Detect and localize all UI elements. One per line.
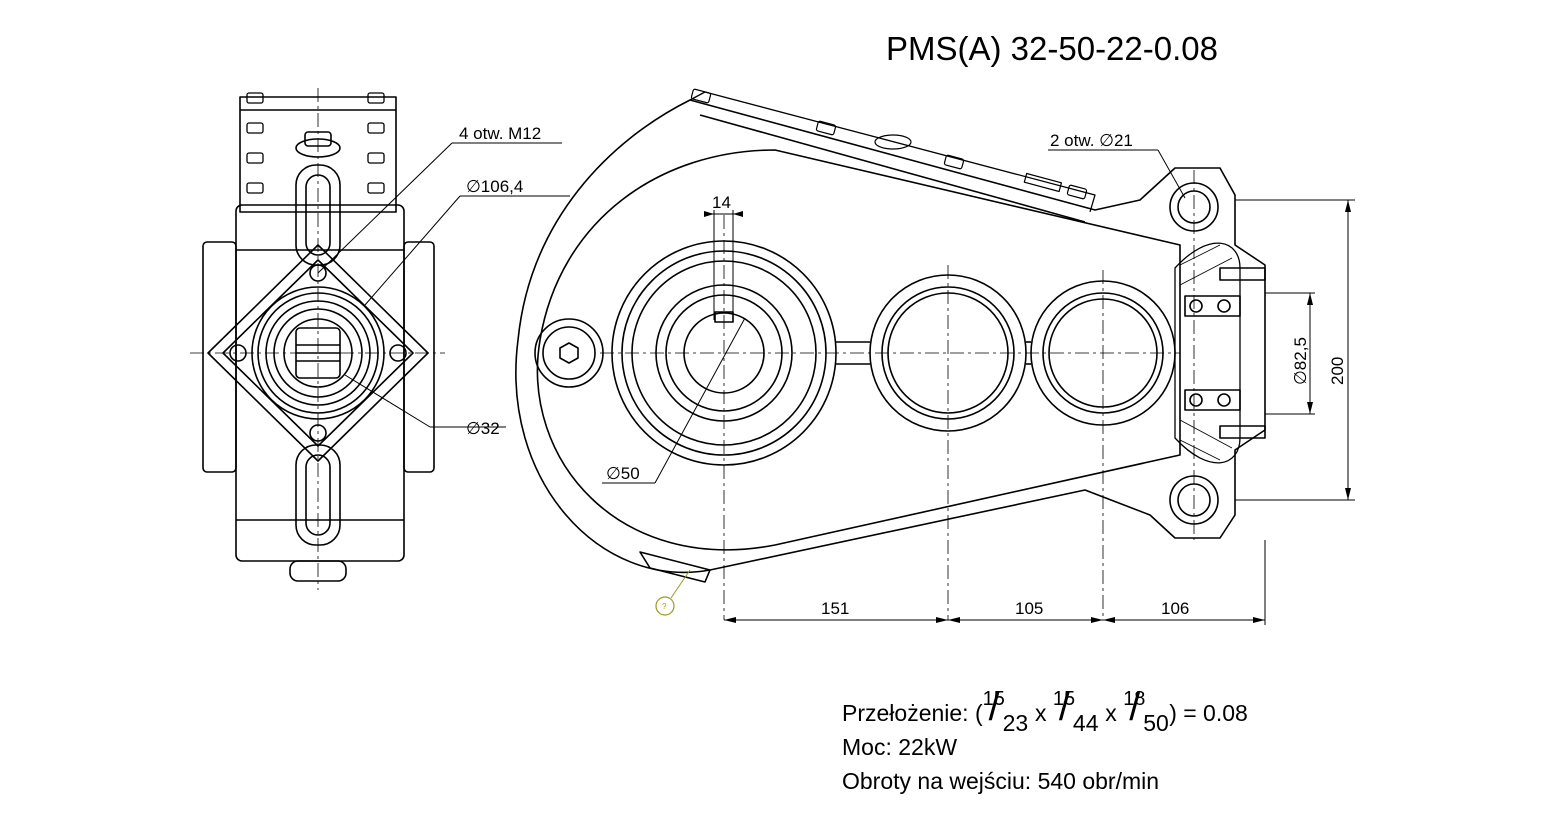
balloon-label: ?: [662, 602, 667, 611]
fraction-1-slash: /: [988, 685, 1000, 729]
label-holes-m12: 4 otw. M12: [459, 124, 541, 143]
housing-side: [235, 204, 405, 562]
drawing-title: PMS(A) 32-50-22-0.08: [886, 30, 1218, 67]
fraction-1: 15/23: [983, 687, 1029, 736]
label-dim-105: 105: [1015, 599, 1043, 618]
fraction-3: 18/50: [1123, 687, 1169, 736]
fraction-3-num: 18: [1123, 688, 1146, 710]
label-dim-106: 106: [1161, 599, 1189, 618]
fraction-2: 15/44: [1053, 687, 1099, 736]
label-dia-106: ∅106,4: [466, 177, 523, 196]
fraction-3-den: 50: [1143, 710, 1169, 736]
label-dia-32: ∅32: [466, 419, 500, 438]
plate-bolts: [246, 92, 385, 194]
side-view: [515, 88, 1266, 620]
label-dia-50: ∅50: [606, 464, 640, 483]
label-dim-200: 200: [1328, 357, 1347, 385]
end-view: [190, 88, 445, 590]
spec-block: Przełożenie: (15/23 x 15/44 x 18/50) = 0…: [842, 687, 1248, 798]
fraction-2-den: 44: [1072, 710, 1099, 736]
fraction-3-slash: /: [1129, 685, 1141, 729]
balloon-circle: [655, 596, 675, 616]
speed-line: Obroty na wejściu: 540 obr/min: [842, 768, 1160, 794]
times-1: x: [1035, 700, 1047, 726]
ratio-result: ) = 0.08: [1169, 700, 1248, 726]
label-holes-21: 2 otw. ∅21: [1050, 131, 1133, 150]
fraction-2-slash: /: [1058, 685, 1071, 729]
fraction-1-den: 23: [1002, 710, 1029, 736]
square-flange: [207, 244, 429, 462]
label-dim-151: 151: [821, 599, 849, 618]
dimension-texts: 4 otw. M12 ∅106,4 ∅32 ∅50 14 2 otw. ∅21 …: [459, 124, 1347, 618]
ratio-line: Przełożenie: (15/23 x 15/44 x 18/50) = 0…: [842, 687, 1248, 736]
label-dim-14: 14: [712, 193, 731, 212]
times-2: x: [1105, 700, 1117, 726]
fraction-2-num: 15: [1052, 688, 1076, 710]
dimension-lines: [602, 149, 1355, 625]
label-dia-82: ∅82,5: [1291, 337, 1310, 385]
left-leaders: [317, 142, 570, 428]
arrowheads: [704, 200, 1351, 623]
fraction-1-num: 15: [982, 688, 1005, 710]
power-line: Moc: 22kW: [842, 734, 958, 760]
ratio-label: Przełożenie: (: [842, 700, 983, 726]
housing-outline: [515, 99, 1266, 574]
